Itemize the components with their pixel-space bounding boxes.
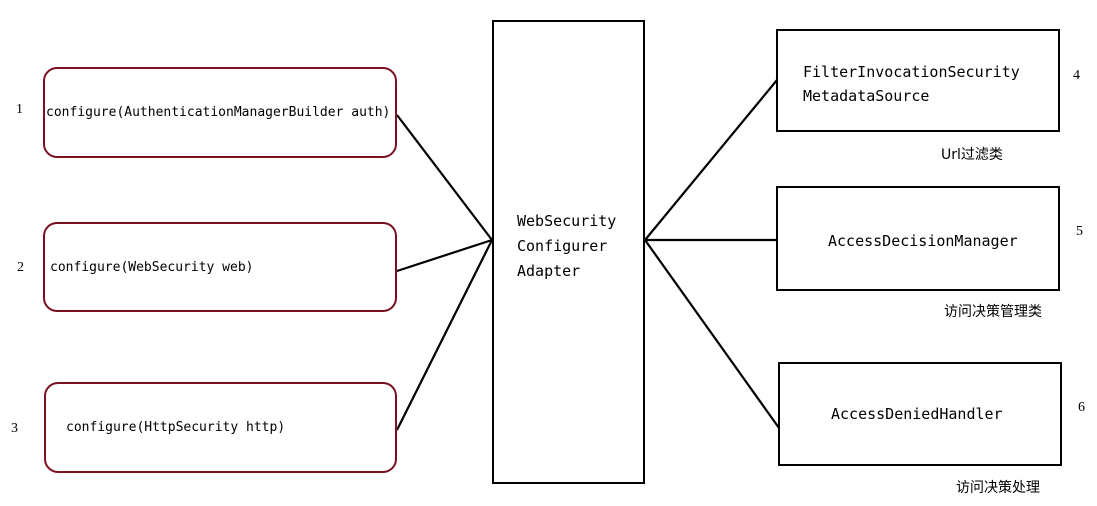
right-number-6: 6 xyxy=(1078,400,1085,415)
configure-auth-box: configure(AuthenticationManagerBuilder a… xyxy=(43,67,397,158)
configure-web-label: configure(WebSecurity web) xyxy=(50,259,254,275)
box-4-line-1: FilterInvocationSecurity xyxy=(803,63,1020,81)
box-5-line-1: AccessDecisionManager xyxy=(828,232,1018,250)
caption-url-filter: Url过滤类 xyxy=(941,147,1003,163)
filter-invocation-security-metadata-source-box: FilterInvocationSecurity MetadataSource xyxy=(776,29,1060,132)
right-number-5: 5 xyxy=(1076,224,1083,239)
left-number-3: 3 xyxy=(11,421,18,436)
left-number-1: 1 xyxy=(16,102,23,117)
left-number-2: 2 xyxy=(17,260,24,275)
right-number-4: 4 xyxy=(1073,68,1080,83)
center-line-2: Configurer xyxy=(517,237,608,255)
access-decision-manager-box: AccessDecisionManager xyxy=(776,186,1060,291)
connector-1 xyxy=(396,114,493,241)
connector-2 xyxy=(396,238,493,273)
caption-access-decision-handling: 访问决策处理 xyxy=(956,480,1040,496)
configure-web-box: configure(WebSecurity web) xyxy=(43,222,397,312)
caption-access-decision-manager: 访问决策管理类 xyxy=(944,304,1042,320)
connector-3 xyxy=(396,239,493,431)
configure-auth-label: configure(AuthenticationManagerBuilder a… xyxy=(46,105,391,120)
configure-http-label: configure(HttpSecurity http) xyxy=(66,420,286,435)
connector-4 xyxy=(644,79,778,241)
box-6-line-1: AccessDeniedHandler xyxy=(831,405,1003,423)
connector-6 xyxy=(644,239,780,429)
center-line-1: WebSecurity xyxy=(517,212,617,230)
center-line-3: Adapter xyxy=(517,262,581,280)
web-security-configurer-adapter-box: WebSecurity Configurer Adapter xyxy=(492,20,645,484)
configure-http-box: configure(HttpSecurity http) xyxy=(44,382,397,473)
box-4-line-2: MetadataSource xyxy=(803,87,930,105)
access-denied-handler-box: AccessDeniedHandler xyxy=(778,362,1062,466)
